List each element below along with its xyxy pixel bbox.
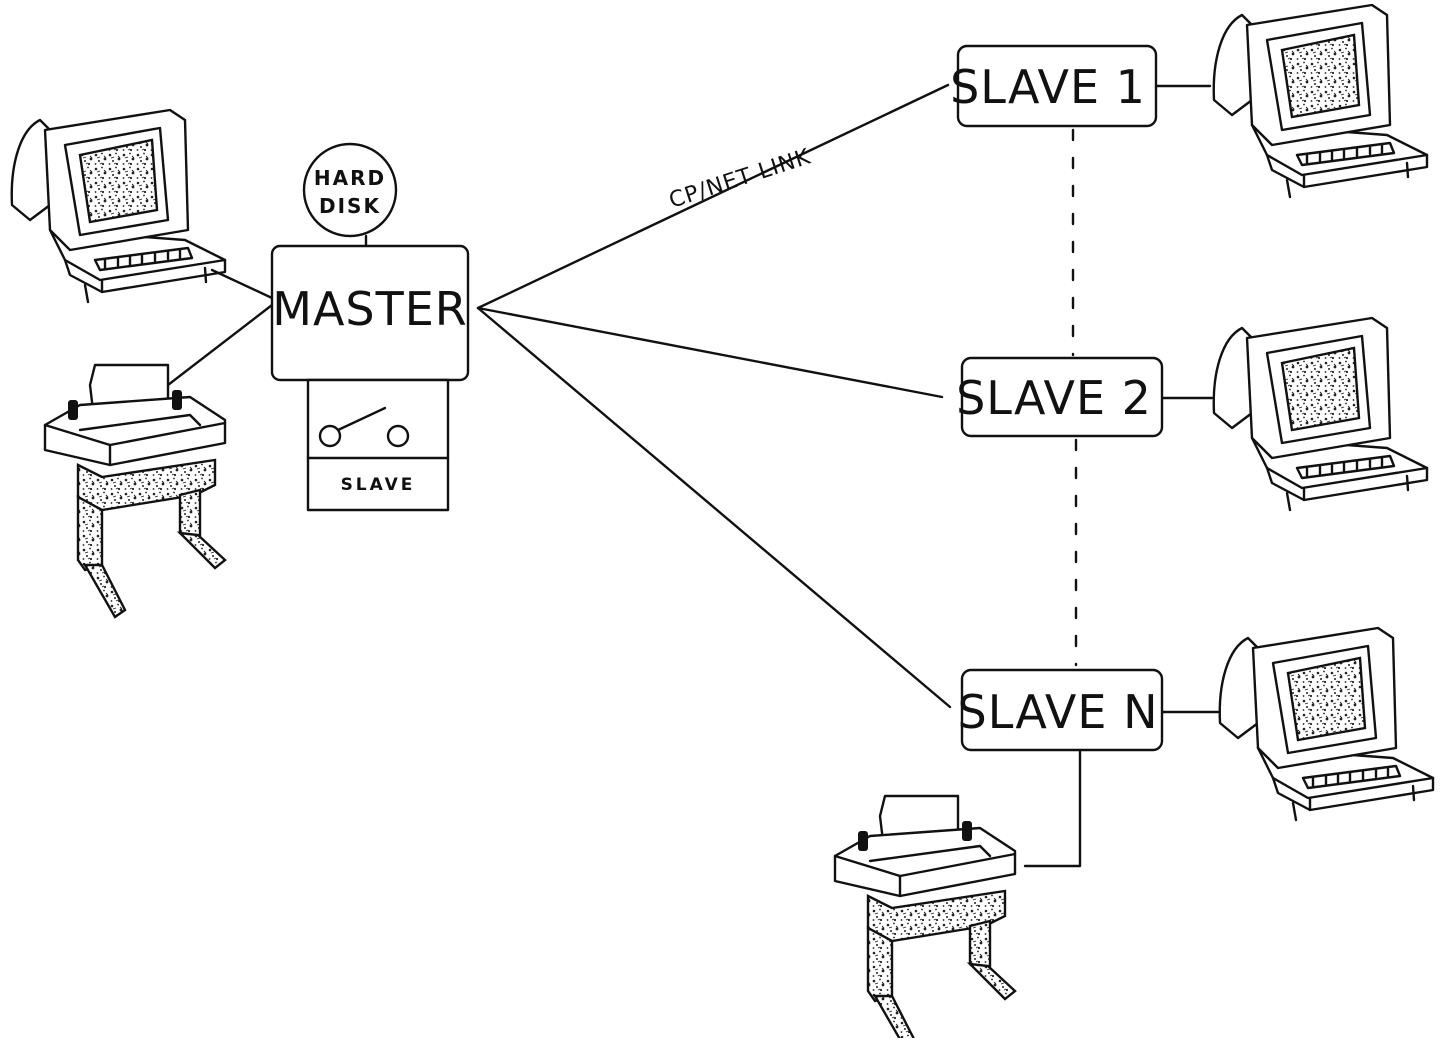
connection-lines xyxy=(166,83,1220,868)
slave-unit-label: SLAVE xyxy=(341,475,416,495)
master-label: MASTER xyxy=(272,282,467,336)
hard-disk-label-line2: DISK xyxy=(319,194,381,218)
slave-node-1: SLAVE 1 xyxy=(950,44,1158,128)
hard-disk-label-line1: HARD xyxy=(314,166,386,190)
slave-1-label: SLAVE 1 xyxy=(950,60,1146,114)
link-line-right-printer xyxy=(1023,748,1082,868)
printer-icon-master xyxy=(43,363,227,619)
dotted-line-slaves xyxy=(1071,128,1078,667)
link-line-slave-2 xyxy=(476,306,944,399)
slave-node-n: SLAVE N xyxy=(958,668,1164,752)
master-node: MASTER xyxy=(270,244,470,382)
link-line-left-terminal xyxy=(210,268,274,300)
link-label: CP/NET LINK xyxy=(666,144,814,213)
link-line-slave-1 xyxy=(476,83,950,310)
slave-node-2: SLAVE 2 xyxy=(956,356,1164,438)
terminal-icon-slave-2 xyxy=(1212,316,1429,512)
link-line-slave-n xyxy=(476,306,952,709)
terminal-icon-slave-n xyxy=(1218,626,1435,822)
printer-icon-slave-n xyxy=(833,794,1017,1038)
link-line-left-printer xyxy=(166,303,274,387)
slave-n-label: SLAVE N xyxy=(958,685,1159,739)
switch-icon xyxy=(318,406,410,448)
terminal-icon-slave-1 xyxy=(1212,3,1429,199)
slave-unit: SLAVE xyxy=(306,378,450,512)
hard-disk: HARD DISK xyxy=(302,142,398,238)
slave-2-label: SLAVE 2 xyxy=(956,371,1152,425)
terminal-icon-master xyxy=(10,108,227,304)
